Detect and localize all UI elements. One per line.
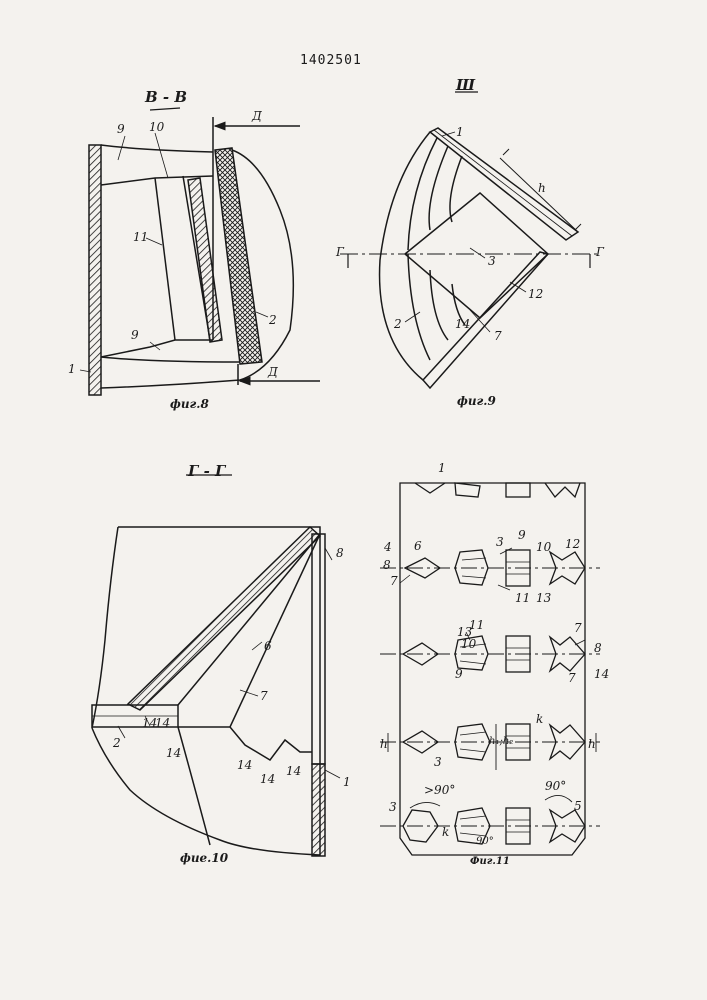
fig9-callout-14: 14 bbox=[455, 318, 470, 330]
fig8-section-label: В - В bbox=[145, 88, 187, 106]
fig11-callout-7a: 7 bbox=[390, 575, 398, 587]
fig11-callout-1: 1 bbox=[438, 462, 446, 474]
fig9-callout-7: 7 bbox=[494, 330, 502, 342]
fig8-arrow-label-bottom: Д bbox=[268, 366, 278, 378]
fig11-callout-h-right: h bbox=[588, 738, 596, 750]
fig10-callout-8: 8 bbox=[336, 547, 344, 559]
fig11-callout-11b: 11 bbox=[469, 619, 484, 631]
fig11-callout-9a: 9 bbox=[518, 529, 526, 541]
fig8-callout-11: 11 bbox=[133, 231, 148, 243]
fig10-callout-6: 6 bbox=[264, 640, 272, 652]
fig8-callout-9b: 9 bbox=[131, 329, 139, 341]
fig9-view-label: Ш bbox=[456, 76, 475, 94]
fig11-callout-k2: k bbox=[442, 826, 449, 838]
fig9-callout-1: 1 bbox=[456, 126, 464, 138]
fig9-callout-2: 2 bbox=[394, 318, 402, 330]
fig11-callout-6: 6 bbox=[414, 540, 422, 552]
fig11-callout-8a: 8 bbox=[383, 559, 391, 571]
fig9-caption: фиг.9 bbox=[457, 394, 496, 408]
fig11-caption: Фиг.11 bbox=[470, 856, 510, 867]
fig10-callout-1: 1 bbox=[343, 776, 351, 788]
fig8-callout-10: 10 bbox=[149, 121, 164, 133]
fig11-callout-h-left: h bbox=[380, 738, 388, 750]
fig11-callout-10b: 10 bbox=[461, 638, 476, 650]
fig11-callout-7b: 7 bbox=[574, 622, 582, 634]
figure-10 bbox=[92, 475, 340, 856]
fig11-callout-3a: 3 bbox=[496, 536, 504, 548]
fig11-callout-5: 5 bbox=[574, 800, 582, 812]
fig10-callout-14e: 14 bbox=[260, 773, 275, 785]
fig10-caption: фие.10 bbox=[180, 851, 228, 865]
fig10-callout-7: 7 bbox=[260, 690, 268, 702]
fig8-arrow-label-top: Д bbox=[252, 110, 262, 122]
figure-8 bbox=[80, 108, 320, 395]
fig11-callout-h1h2: h₁;h₂ bbox=[489, 736, 513, 748]
fig8-caption: фиг.8 bbox=[170, 397, 209, 411]
fig11-callout-13a: 13 bbox=[536, 592, 551, 604]
fig10-callout-14c: 14 bbox=[166, 747, 181, 759]
fig9-section-mark-right: Г bbox=[596, 246, 604, 258]
fig9-section-mark-left: Г bbox=[336, 246, 344, 258]
fig11-callout-10a: 10 bbox=[536, 541, 551, 553]
fig10-section-label: Г - Г bbox=[188, 462, 225, 480]
fig11-callout-14: 14 bbox=[594, 668, 609, 680]
fig11-angle-left: >90° bbox=[424, 784, 455, 796]
fig11-callout-3c: 3 bbox=[389, 801, 397, 813]
fig9-callout-3: 3 bbox=[488, 255, 496, 267]
fig11-callout-k1: k bbox=[536, 713, 543, 725]
fig11-callout-7c: 7 bbox=[568, 672, 576, 684]
fig9-callout-h: h bbox=[538, 182, 546, 194]
fig9-callout-12: 12 bbox=[528, 288, 543, 300]
fig10-callout-14f: 14 bbox=[286, 765, 301, 777]
figure-9 bbox=[340, 92, 600, 388]
fig11-callout-4: 4 bbox=[384, 541, 392, 553]
fig11-callout-11a: 11 bbox=[515, 592, 530, 604]
fig10-callout-14d: 14 bbox=[237, 759, 252, 771]
fig8-callout-9a: 9 bbox=[117, 123, 125, 135]
fig10-callout-2: 2 bbox=[113, 737, 121, 749]
fig8-callout-2: 2 bbox=[269, 314, 277, 326]
fig11-angle-right: 90° bbox=[545, 780, 566, 792]
fig11-callout-9b: 9 bbox=[455, 668, 463, 680]
fig10-callout-14b: 14 bbox=[155, 717, 170, 729]
fig11-callout-12: 12 bbox=[565, 538, 580, 550]
fig11-angle-bottom: 90° bbox=[476, 836, 494, 848]
fig11-callout-3b: 3 bbox=[434, 756, 442, 768]
fig8-callout-1: 1 bbox=[68, 363, 76, 375]
fig11-callout-8b: 8 bbox=[594, 642, 602, 654]
